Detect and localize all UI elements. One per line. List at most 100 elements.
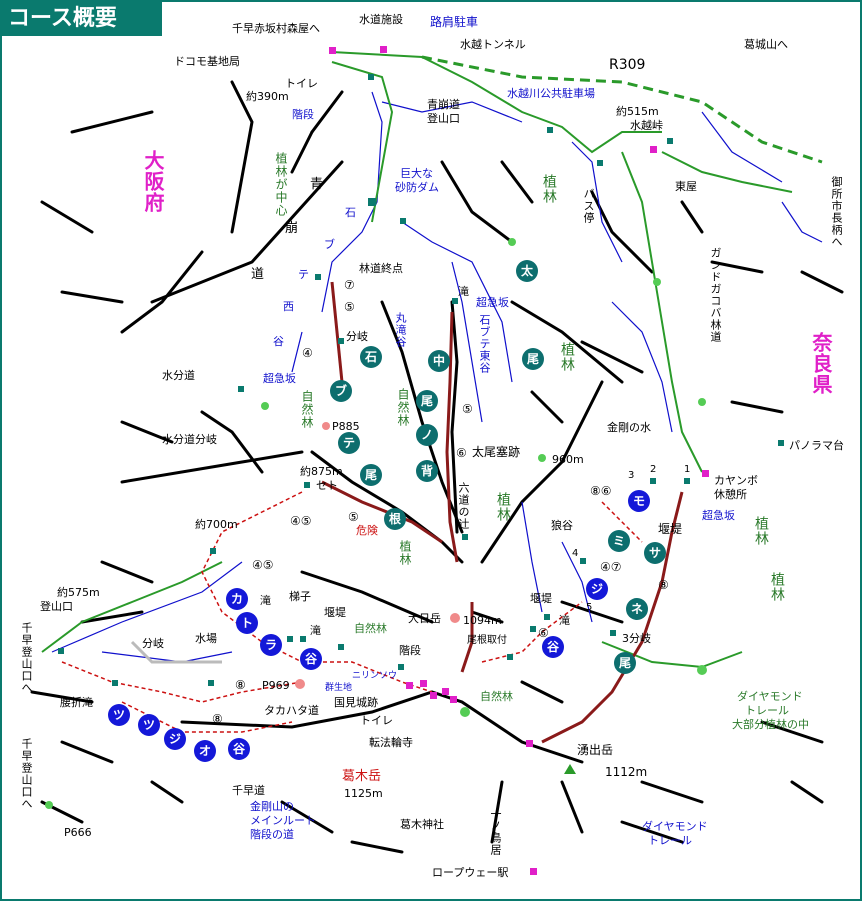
label-bu: ブ bbox=[324, 238, 335, 251]
label-shokurin4: 植林 bbox=[753, 516, 769, 546]
label-kyukeisho: 休憩所 bbox=[714, 488, 747, 501]
label-kyodai: 巨大な bbox=[400, 167, 433, 180]
label-mizuba: 水場 bbox=[195, 632, 217, 645]
label-tani: 谷 bbox=[273, 335, 284, 348]
label-hashigo: 梯子 bbox=[289, 590, 311, 603]
route-num-45a: ④⑤ bbox=[290, 514, 312, 528]
label-taki3: 滝 bbox=[310, 624, 321, 637]
label-p666: P666 bbox=[64, 826, 92, 839]
route-num-8b: ⑧ bbox=[212, 712, 223, 726]
label-nirinso: ニリンソウ bbox=[352, 671, 398, 681]
trail-marker-se: 背 bbox=[416, 460, 438, 482]
trail-marker-ishi: 石 bbox=[360, 346, 382, 368]
label-chihaya-tozanguchi: 千早登山口へ bbox=[20, 622, 33, 694]
label-shokurin2: 植林 bbox=[559, 342, 575, 372]
label-te: テ bbox=[298, 268, 309, 281]
label-katsuragi-he: 葛城山へ bbox=[744, 38, 788, 51]
label-nishi: 西 bbox=[283, 300, 294, 313]
label-shokurin5: 植林 bbox=[769, 572, 785, 602]
trail-marker-to: ト bbox=[236, 612, 258, 634]
label-sanpun: 3分岐 bbox=[622, 632, 651, 645]
label-ishibute-higashi: 石ブテ東谷 bbox=[478, 314, 491, 374]
label-chokyuhan3: 超急坂 bbox=[702, 509, 735, 522]
label-sabo-dam: 砂防ダム bbox=[395, 181, 439, 194]
label-1125m: 1125m bbox=[344, 787, 383, 800]
label-entei1: 堰堤 bbox=[658, 522, 683, 536]
label-higashiya: 東屋 bbox=[675, 180, 697, 193]
label-daibubun: 大部分植林の中 bbox=[732, 718, 809, 731]
label-michi: 道 bbox=[251, 267, 265, 282]
label-rokudo: 六道の辻 bbox=[457, 482, 470, 530]
label-aosakido: 青崩道 bbox=[427, 98, 460, 111]
trail-marker-tsu1: ツ bbox=[108, 704, 130, 726]
label-kaidan1: 階段 bbox=[292, 108, 314, 121]
label-kaidan2: 階段 bbox=[399, 644, 421, 657]
trail-marker-te: テ bbox=[338, 432, 360, 454]
label-parking: 水越川公共駐車場 bbox=[507, 87, 595, 100]
route-num-5b: ⑤ bbox=[462, 402, 473, 416]
trail-marker-ne: 根 bbox=[384, 508, 406, 530]
label-ishi: 石 bbox=[345, 206, 356, 219]
label-ichinotorii: 一ノ鳥居 bbox=[489, 808, 502, 856]
route-num-7: ⑦ bbox=[344, 278, 355, 292]
trail-marker-naka: 中 bbox=[428, 350, 450, 372]
label-taki4: 滝 bbox=[559, 614, 570, 627]
label-shizenrin4: 自然林 bbox=[480, 690, 513, 703]
label-docomo: ドコモ基地局 bbox=[174, 55, 240, 68]
trail-marker-o2: 尾 bbox=[416, 390, 438, 412]
label-one-tsuki: 尾根取付 bbox=[467, 635, 507, 646]
label-1094m: 1094m bbox=[463, 614, 502, 627]
trail-marker-mi: ミ bbox=[608, 530, 630, 552]
label-taki1: 滝 bbox=[458, 285, 469, 298]
label-shokurin-center: 植林 bbox=[398, 540, 412, 566]
label-bunki1: 分岐 bbox=[346, 330, 368, 343]
label-panorama: パノラマ台 bbox=[789, 439, 844, 452]
trail-marker-no: ノ bbox=[416, 424, 438, 446]
label-rindo-shuten: 林道終点 bbox=[359, 262, 403, 275]
trail-marker-sa: サ bbox=[644, 542, 666, 564]
label-bunki2: 分岐 bbox=[142, 637, 164, 650]
trail-marker-ra: ラ bbox=[260, 634, 282, 656]
point-num-3: 3 bbox=[628, 470, 635, 481]
label-bus-tei: バス停 bbox=[582, 188, 595, 224]
label-diamond2: ダイヤモンド bbox=[642, 820, 708, 833]
label-kunimi: 国見城跡 bbox=[334, 696, 378, 709]
trail-marker-dani2: 谷 bbox=[228, 738, 250, 760]
route-num-45b: ④⑤ bbox=[252, 558, 274, 572]
label-875m: 約875m bbox=[300, 465, 343, 478]
map-title: コース概要 bbox=[2, 2, 162, 36]
label-kaidan-michi: 階段の道 bbox=[250, 828, 294, 841]
label-diamond1: ダイヤモンド bbox=[737, 690, 803, 703]
nara-label: 奈良県 bbox=[809, 332, 833, 395]
label-koshiori: 腰折滝 bbox=[60, 696, 93, 709]
trail-marker-ji2: ジ bbox=[164, 728, 186, 750]
label-tozanguchi2: 登山口 bbox=[40, 600, 73, 613]
label-chokyuhan2: 超急坂 bbox=[263, 372, 296, 385]
label-takahata: タカハタ道 bbox=[264, 704, 319, 717]
trail-marker-o1: 尾 bbox=[360, 464, 382, 486]
label-gandogakoya: ガンドガコバ林道 bbox=[709, 247, 722, 343]
route-num-5a: ⑤ bbox=[344, 300, 355, 314]
trail-marker-tsu2: ツ bbox=[138, 714, 160, 736]
osaka-label: 大阪府 bbox=[141, 150, 165, 213]
trail-marker-o4: 尾 bbox=[614, 652, 636, 674]
label-chokyuhan1: 超急坂 bbox=[476, 296, 509, 309]
point-num-5: 5 bbox=[586, 602, 593, 613]
route-num-8a: ⑧ bbox=[235, 678, 246, 692]
label-toilet2: トイレ bbox=[360, 714, 393, 727]
label-r309: R309 bbox=[609, 57, 646, 73]
label-chihaya-tozanguchi2: 千早登山口へ bbox=[20, 738, 33, 810]
label-tunnel: 水越トンネル bbox=[460, 38, 526, 51]
label-dainichi: 大日岳 bbox=[408, 612, 441, 625]
label-shokurin-chushin: 植林が中心 bbox=[274, 152, 288, 217]
label-kiken: 危険 bbox=[356, 524, 378, 537]
trail-marker-ka: カ bbox=[226, 588, 248, 610]
label-kongozan2: メインルート bbox=[250, 814, 316, 827]
label-shokurin3: 植林 bbox=[495, 492, 511, 522]
label-shokurin1: 植林 bbox=[541, 174, 557, 204]
label-gunseichi: 群生地 bbox=[325, 683, 353, 693]
point-num-1: 1 bbox=[684, 464, 691, 475]
trail-marker-futo: 太 bbox=[516, 260, 538, 282]
label-katsuragi-dake: 葛木岳 bbox=[342, 769, 382, 784]
